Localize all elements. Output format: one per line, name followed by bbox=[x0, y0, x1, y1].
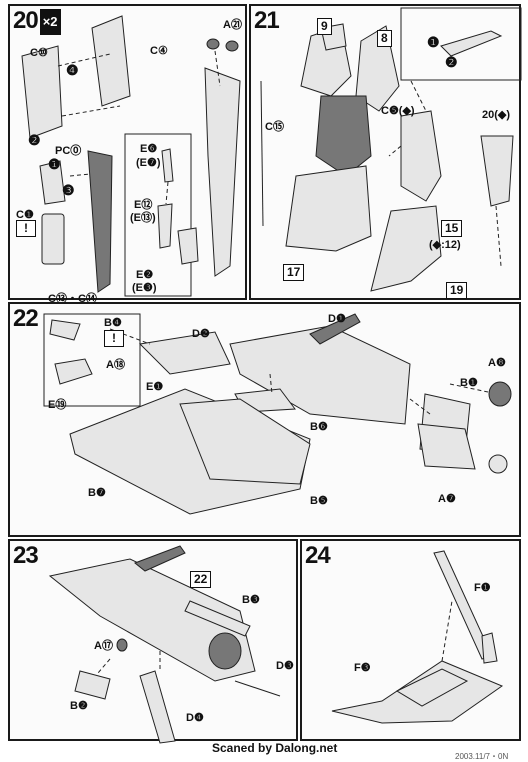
label-15-parts: (◆:12) bbox=[429, 239, 461, 251]
multiplier-badge: ×2 bbox=[39, 9, 61, 35]
label-d4: D❹ bbox=[186, 712, 204, 724]
label-a7: A❼ bbox=[438, 493, 456, 505]
label-b4: B❹ bbox=[104, 317, 122, 329]
label-b7: B❼ bbox=[88, 487, 106, 499]
part-8 bbox=[355, 25, 400, 112]
label-c1: C❶ bbox=[16, 209, 34, 221]
part-armor-right bbox=[204, 67, 241, 277]
step-21-panel: 21 9 8 ❶ ❷ C⑮ C❺(◆) 20(◆) 15 (◆:12) 17 1… bbox=[249, 4, 522, 300]
marker-3: ❸ bbox=[62, 182, 75, 198]
label-f3: F❸ bbox=[354, 662, 371, 674]
label-e12: E⑫ bbox=[134, 199, 153, 211]
scan-date: 2003.11/7・0N bbox=[455, 752, 509, 761]
label-b6: B❻ bbox=[310, 421, 328, 433]
label-b3: B❸ bbox=[242, 594, 260, 606]
label-b1: B❶ bbox=[460, 377, 478, 389]
label-d2: D❷ bbox=[192, 328, 210, 340]
label-20: 20(◆) bbox=[482, 109, 511, 121]
label-d1: D❶ bbox=[328, 313, 346, 325]
label-a21: A㉑ bbox=[223, 19, 242, 31]
label-a17: A⑰ bbox=[94, 640, 113, 652]
part-c13-c14 bbox=[87, 150, 113, 293]
marker-4: ❹ bbox=[66, 62, 79, 78]
label-22: 22 bbox=[190, 571, 212, 588]
label-c10: C⑩ bbox=[30, 47, 48, 59]
part-pc bbox=[39, 160, 66, 205]
label-19: 19 bbox=[446, 282, 468, 299]
part-c10 bbox=[21, 45, 63, 139]
part-c4 bbox=[91, 15, 131, 107]
label-e19: E⑲ bbox=[48, 399, 67, 411]
label-e7: (E❼) bbox=[136, 157, 161, 169]
part-19 bbox=[370, 205, 442, 292]
label-e2: E❷ bbox=[136, 269, 154, 281]
step-20-panel: 20×2 C⑩ C④ A㉑ ❹ ❷ PC⓪ ❶ ❸ C❶ ! E❻ (E❼) E bbox=[8, 4, 247, 305]
label-pc: PC⓪ bbox=[55, 145, 82, 157]
step-23-drawing bbox=[48, 545, 281, 744]
label-e1: E❶ bbox=[146, 381, 164, 393]
label-8: 8 bbox=[377, 30, 392, 47]
marker-1: ❶ bbox=[48, 156, 61, 172]
step-22-panel: 22 D❷ D❶ B❹ ! A⑱ A❽ E❶ B❶ E⑲ B❻ B❼ B❺ A❼ bbox=[8, 302, 521, 537]
label-c4: C④ bbox=[150, 45, 168, 57]
marker-2: ❷ bbox=[28, 132, 41, 148]
step-24-drawing bbox=[331, 550, 504, 724]
label-d3: D❸ bbox=[276, 660, 294, 672]
label-e3: (E❸) bbox=[132, 282, 157, 294]
marker-2: ❷ bbox=[445, 54, 458, 70]
step-number: 20×2 bbox=[13, 9, 61, 35]
assembled-hull bbox=[48, 558, 256, 682]
label-e13: (E⑬) bbox=[130, 212, 156, 224]
label-15: 15 bbox=[441, 220, 463, 237]
part-17 bbox=[285, 165, 372, 252]
label-a18: A⑱ bbox=[106, 359, 125, 371]
scan-credit: Scaned by Dalong.net bbox=[212, 741, 338, 755]
label-e6: E❻ bbox=[140, 143, 158, 155]
label-a8: A❽ bbox=[488, 357, 506, 369]
step-23-panel: 23 22 B❸ A⑰ D❸ B❷ D❹ bbox=[8, 539, 298, 744]
warning-box: ! bbox=[16, 220, 36, 237]
label-c15: C⑮ bbox=[265, 121, 284, 133]
label-c5: C❺(◆) bbox=[381, 105, 415, 117]
step-number: 22 bbox=[13, 305, 39, 332]
step-number: 21 bbox=[254, 7, 280, 34]
step-22-drawing bbox=[43, 313, 512, 515]
step-21-drawing bbox=[260, 7, 522, 292]
label-f1: F❶ bbox=[474, 582, 491, 594]
step-number: 23 bbox=[13, 542, 39, 569]
label-9: 9 bbox=[317, 18, 332, 35]
label-b5: B❺ bbox=[310, 495, 328, 507]
label-17: 17 bbox=[283, 264, 305, 281]
step-number: 24 bbox=[305, 542, 331, 569]
step-24-panel: 24 F❶ F❸ bbox=[300, 539, 521, 741]
label-b2: B❷ bbox=[70, 700, 88, 712]
marker-1: ❶ bbox=[427, 34, 440, 50]
step-20-drawing bbox=[21, 15, 241, 297]
warning-box: ! bbox=[104, 330, 124, 347]
